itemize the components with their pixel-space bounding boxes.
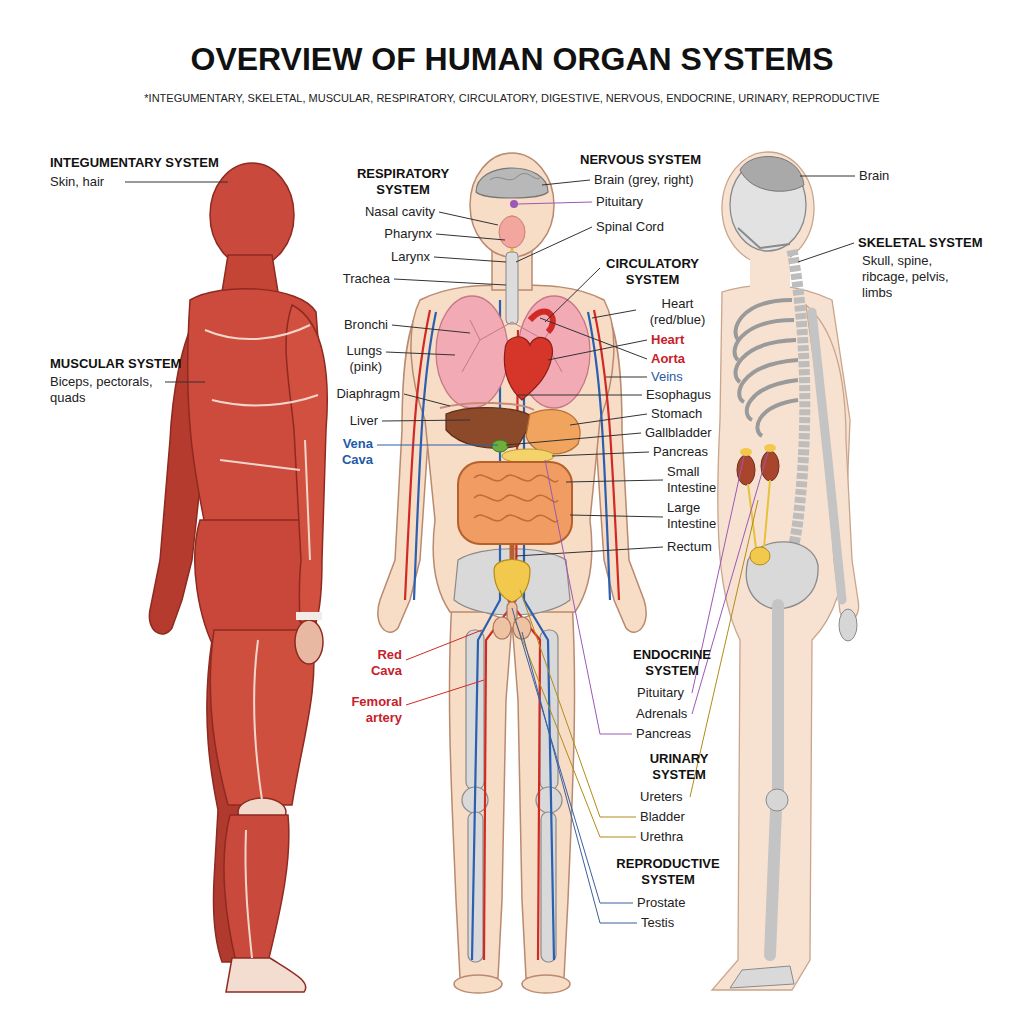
callout-label: Biceps, pectorals, quads: [50, 374, 162, 406]
system-heading: REPRODUCTIVE SYSTEM: [612, 856, 724, 888]
callout-label: Skull, spine, ribcage, pelvis, limbs: [862, 253, 962, 301]
callout-label: Rectum: [667, 539, 712, 555]
callout-label: Diaphragm: [336, 386, 400, 402]
callout-label: Vena Cava: [333, 436, 373, 468]
system-heading: URINARY SYSTEM: [633, 751, 725, 783]
callout-label: Aorta: [651, 351, 685, 367]
callout-label: Urethra: [640, 829, 683, 845]
callout-label: Heart (red/blue): [640, 296, 715, 328]
callout-label: Brain: [859, 168, 889, 184]
callout-label: Larynx: [391, 249, 430, 265]
system-heading: RESPIRATORY SYSTEM: [347, 166, 459, 198]
system-heading: ENDOCRINE SYSTEM: [622, 647, 722, 679]
callout-label: Liver: [350, 413, 378, 429]
callout-label: Pancreas: [653, 444, 708, 460]
pancreas: [502, 449, 554, 463]
reproductive-organs: [493, 602, 531, 639]
callout-label: Lungs (pink): [334, 343, 382, 375]
bladder: [494, 560, 530, 603]
callout-label: Veins: [651, 369, 683, 385]
system-heading: MUSCULAR SYSTEM: [50, 356, 181, 372]
leader-lines: [125, 176, 855, 923]
callout-label: Pituitary: [596, 194, 643, 210]
system-heading: INTEGUMENTARY SYSTEM: [50, 155, 219, 171]
liver: [446, 408, 534, 449]
system-heading: NERVOUS SYSTEM: [580, 152, 701, 168]
callout-label: Testis: [641, 915, 674, 931]
system-heading: SKELETAL SYSTEM: [858, 235, 982, 251]
intestine-loops: [474, 475, 558, 522]
callout-label: Skin, hair: [50, 174, 104, 190]
system-heading: CIRCULATORY SYSTEM: [590, 256, 715, 288]
callout-label: Large Intestine: [667, 500, 729, 532]
gallbladder: [492, 440, 508, 452]
callout-label: Bronchi: [344, 317, 388, 333]
callout-label: Pharynx: [384, 226, 432, 242]
callout-label: Nasal cavity: [365, 204, 435, 220]
muscle-stripes: [205, 325, 318, 958]
stomach: [526, 410, 580, 454]
intestines: [458, 462, 572, 544]
callout-label: Ureters: [640, 789, 683, 805]
callout-label: Spinal Cord: [596, 219, 664, 235]
callout-label: Femoral artery: [340, 694, 402, 726]
heart: [504, 337, 552, 400]
callout-label: Trachea: [343, 271, 390, 287]
callout-label: Gallbladder: [645, 425, 712, 441]
callout-label: Brain (grey, right): [594, 172, 693, 188]
callout-label: Heart: [651, 332, 684, 348]
diagram-title: OVERVIEW OF HUMAN ORGAN SYSTEMS: [0, 42, 1024, 77]
callout-label: Red Cava: [362, 647, 402, 679]
callout-label: Bladder: [640, 809, 685, 825]
callout-label: Esophagus: [646, 387, 711, 403]
front-figure: [378, 153, 646, 993]
trachea: [506, 252, 518, 324]
callout-label: Stomach: [651, 406, 702, 422]
callout-label: Prostate: [637, 895, 685, 911]
muscular-figure: [149, 163, 327, 992]
nasal-cavity: [499, 216, 525, 248]
callout-label: Adrenals: [636, 706, 687, 722]
subtitle: *INTEGUMENTARY, SKELETAL, MUSCULAR, RESP…: [12, 92, 1012, 105]
callout-label: Small Intestine: [667, 464, 729, 496]
lungs: [436, 296, 590, 408]
blood-vessels: [405, 300, 619, 960]
brain: [476, 168, 548, 208]
callout-label: Pancreas: [636, 726, 691, 742]
callout-label: Pituitary: [637, 685, 684, 701]
